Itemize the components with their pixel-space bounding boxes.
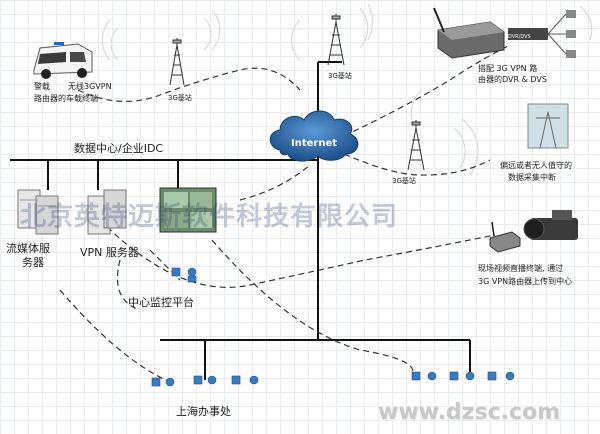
data-center-label: 数据中心/企业IDC: [74, 142, 164, 155]
van-icon: [33, 42, 93, 79]
base-station-label: 3G基站: [392, 177, 416, 185]
base-station-label: 3G基站: [328, 72, 352, 80]
dvr-device-icon: [433, 7, 576, 59]
site-watermark: www.dzsc.com: [378, 400, 561, 425]
streaming-server-label-2: 务器: [22, 256, 44, 269]
dvr-caption-1: 搭配 3G VPN 路: [478, 64, 538, 73]
tower-icon: [407, 120, 425, 171]
tower-icon: [169, 38, 185, 86]
company-watermark: 北京英特迈斯软件科技有限公司: [20, 202, 399, 232]
server-icon: [87, 189, 127, 235]
wireless-links: [59, 44, 511, 383]
vehicle-label-1: 警载: [34, 82, 50, 91]
dvr-tag: DVR/DVS: [508, 34, 531, 40]
tower-icon: [327, 14, 345, 66]
live-terminal-label-2: 3G VPN路由器上传到中心: [478, 277, 573, 286]
remote-site-photo: [527, 103, 569, 149]
internet-cloud: [269, 110, 359, 162]
base-station-label: 3G基站: [168, 94, 192, 102]
camcorder-icon: [523, 210, 578, 240]
remote-site-label-2: 数据采集中断: [508, 173, 556, 182]
server-icon: [17, 189, 59, 235]
monitor-wall-icon: [159, 187, 217, 233]
remote-site-label-1: 偏远或者无人值守的: [500, 161, 572, 170]
dvr-caption-2: 由器的DVR & DVS: [478, 75, 547, 84]
signal-waves: [101, 3, 593, 176]
monitoring-platform-label: 中心监控平台: [128, 296, 194, 309]
shanghai-office-label: 上海办事处: [176, 405, 231, 418]
streaming-server-label-1: 流媒体服: [6, 242, 50, 255]
live-terminal-label-1: 现场视频直播终端, 通过: [478, 264, 564, 273]
internet-label: Internet: [291, 138, 337, 149]
vehicle-label-2: 无线3GVPN: [68, 82, 112, 91]
router-icon: [489, 221, 521, 253]
vehicle-label-3: 路由器的车载终端: [34, 94, 98, 103]
vpn-server-label: VPN 服务器: [80, 246, 139, 259]
workstation-icons: [151, 267, 515, 387]
